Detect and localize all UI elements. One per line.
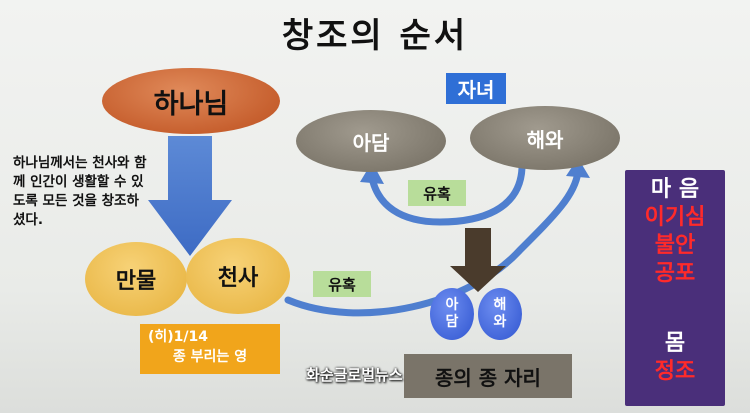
god-down-arrow [148,136,232,256]
eve-to-adam-curve [368,164,526,226]
creation-note: 하나님께서는 천사와 함께 인간이 생활할 수 있도록 모든 것을 창조하셨다. [13,155,147,228]
angels-oval: 천사 [186,238,290,314]
mind-item-fear: 공포 [654,261,696,286]
angels-label: 천사 [217,266,259,291]
watermark: 화순글로벌뉴스 [306,366,403,384]
god-label: 하나님 [153,88,229,120]
servant-description: 종 부리는 영 [172,349,248,365]
fall-down-arrow [450,228,506,292]
small-adam-char-2: 담 [445,314,459,330]
page-title: 창조의 순서 [281,16,469,56]
arrowhead-adam [360,162,384,184]
small-adam-char-1: 아 [445,297,459,313]
body-item-chastity: 정조 [654,359,696,384]
all-things-oval: 만물 [85,242,187,316]
temptation-label-top: 유혹 [408,180,466,206]
small-eve-circle: 해 와 [478,288,522,340]
mind-heading: 마 음 [650,177,700,202]
temptation-label-bottom: 유혹 [313,271,371,297]
servant-slot-box: 종의 종 자리 [404,354,572,398]
mind-item-anxiety: 불안 [654,233,696,258]
body-heading: 몸 [664,331,686,356]
mind-body-box: 마 음 이기심 불안 공포 몸 정조 [625,170,725,406]
small-adam-circle: 아 담 [430,288,474,340]
servant-reference: (히)1/14 [148,329,209,345]
god-oval: 하나님 [102,68,280,134]
all-things-label: 만물 [115,269,157,294]
eve-oval: 해와 [470,106,620,170]
mind-item-selfish: 이기심 [644,205,706,230]
adam-oval: 아담 [296,110,446,172]
children-label: 자녀 [446,73,506,104]
arrowhead-eve [566,158,590,178]
small-eve-char-2: 와 [493,314,507,330]
eve-label: 해와 [526,127,564,152]
small-eve-char-1: 해 [493,297,507,313]
adam-label: 아담 [352,130,390,155]
servant-spirit-box: (히)1/14 종 부리는 영 [140,324,280,374]
